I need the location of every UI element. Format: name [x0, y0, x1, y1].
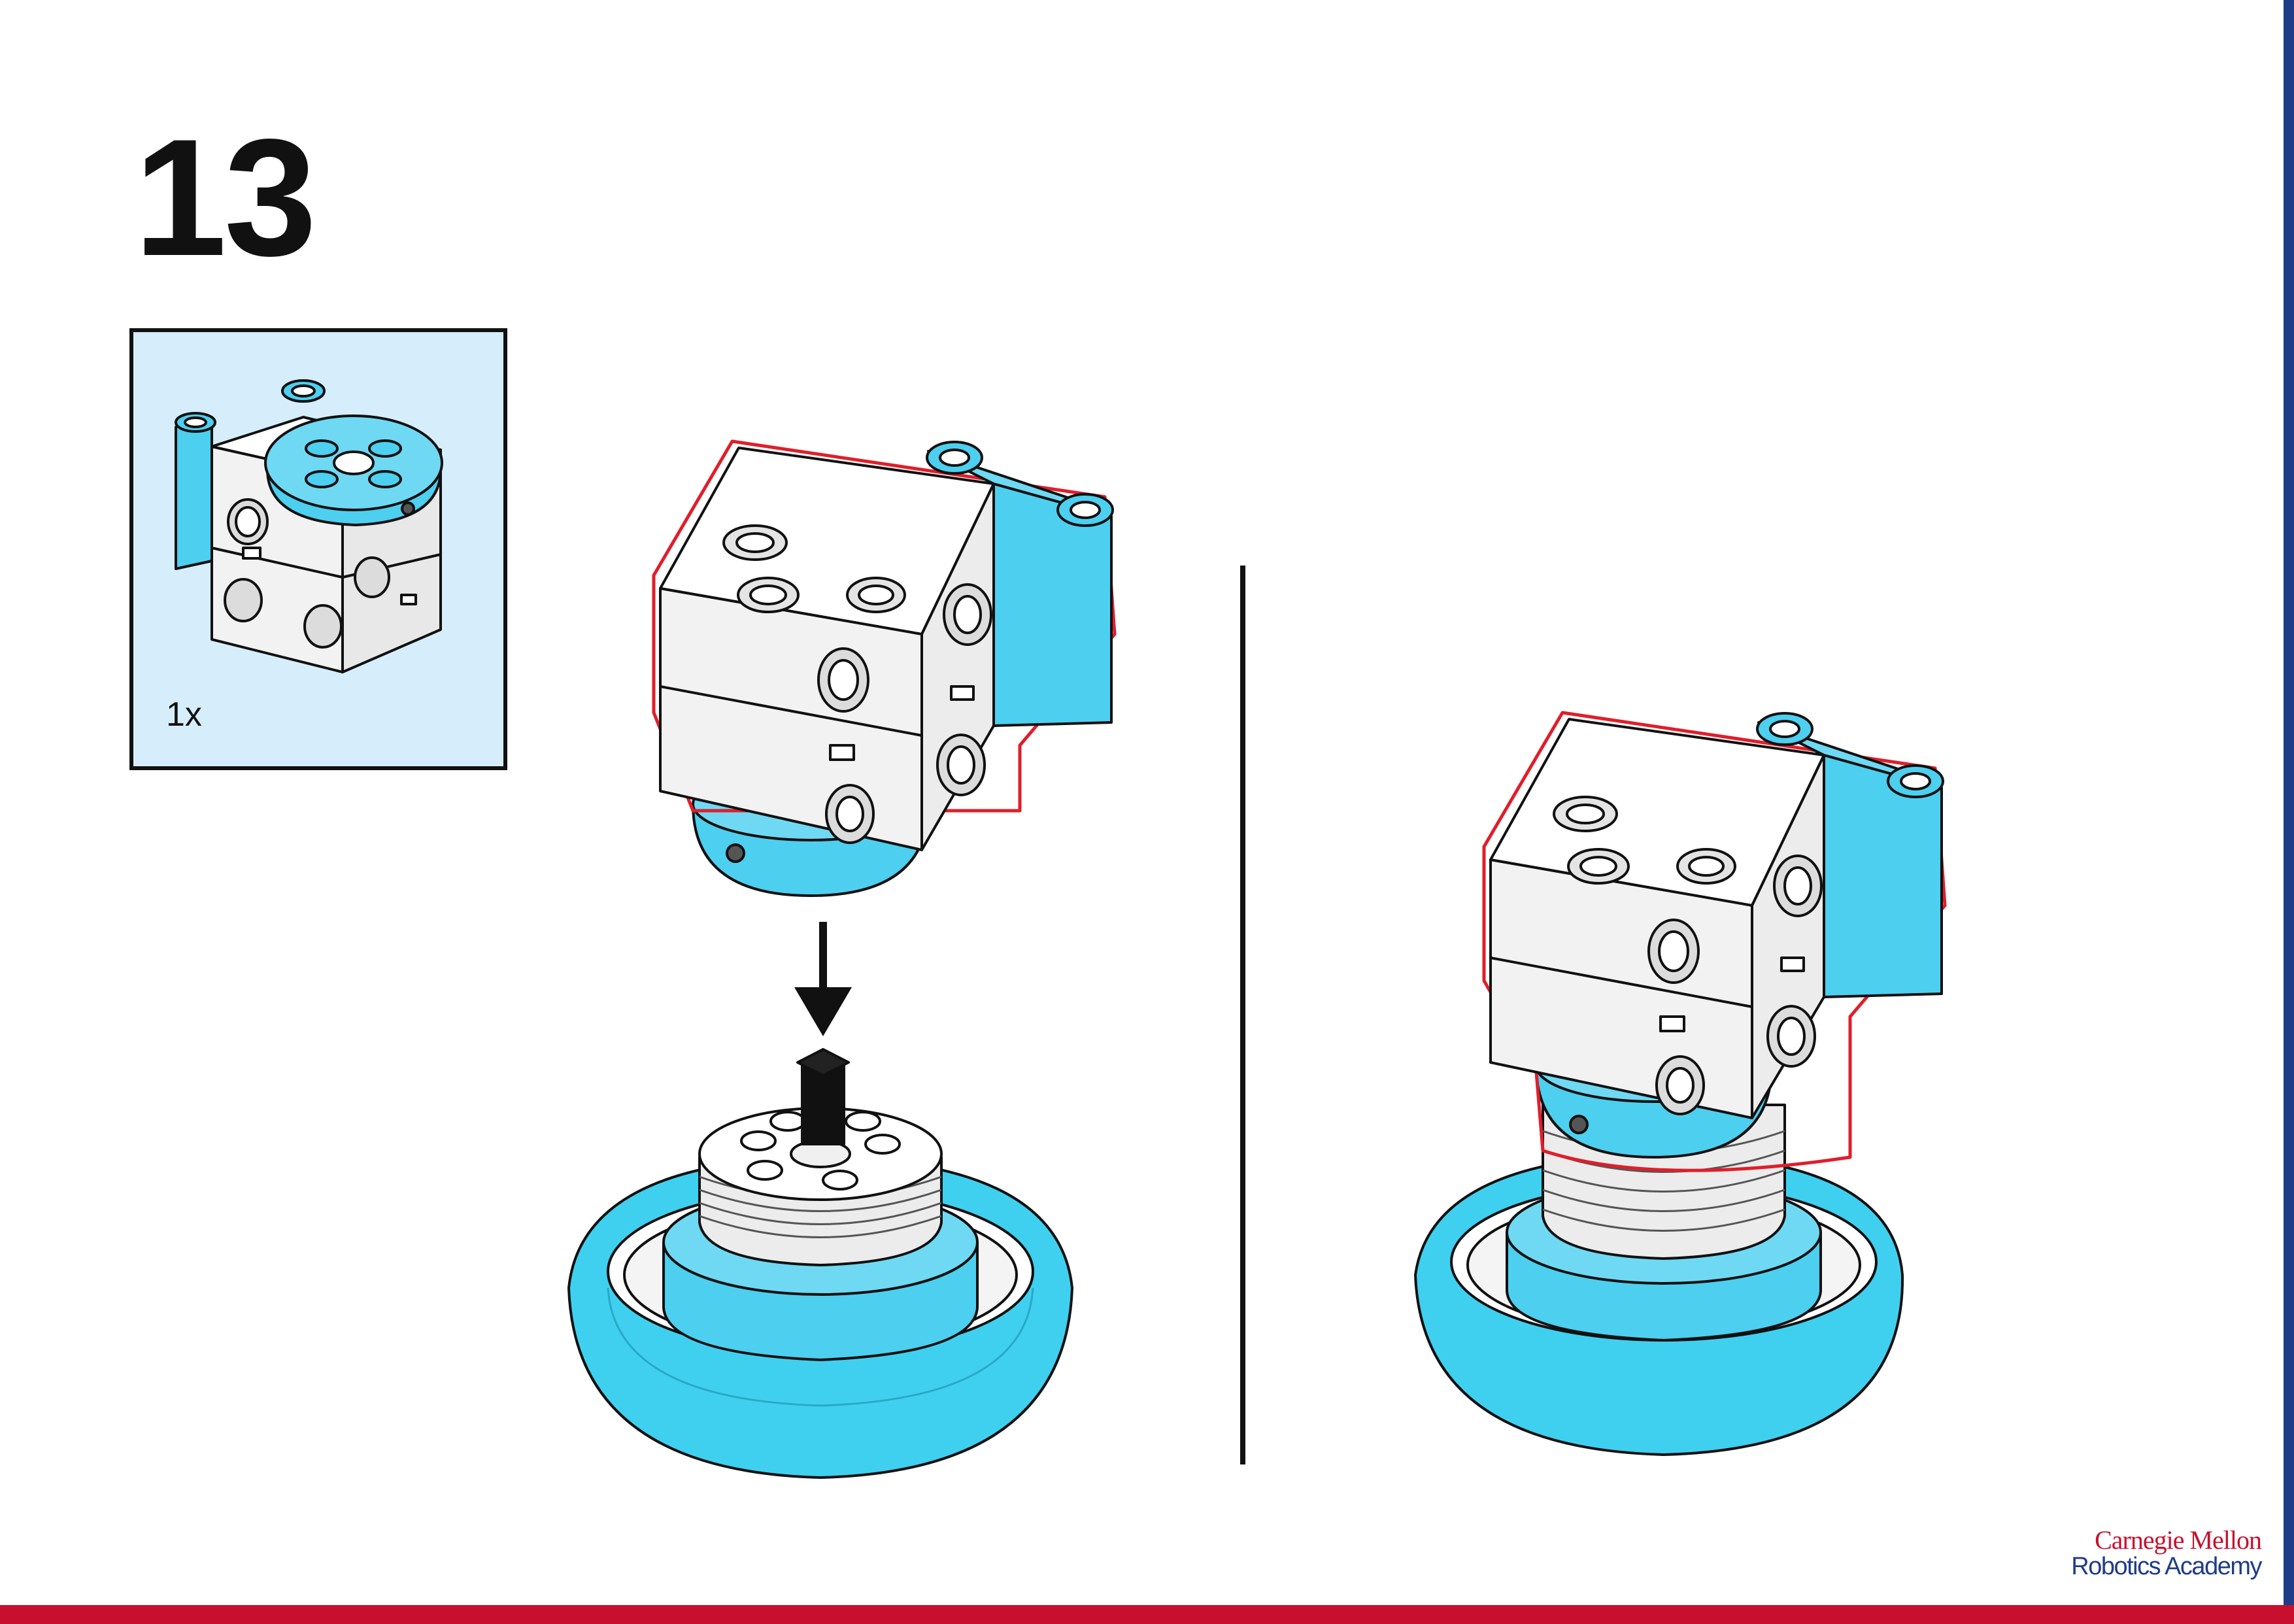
assembly-after [1414, 711, 1947, 1456]
parts-callout: 1x [129, 328, 507, 770]
logo-line-2: Robotics Academy [2071, 1553, 2262, 1580]
assembly-before [567, 439, 1117, 1479]
step-divider [1240, 566, 1245, 1464]
motor-icon [1482, 711, 1947, 1172]
cmu-robotics-academy-logo: Carnegie Mellon Robotics Academy [2071, 1525, 2262, 1580]
right-accent-bar [2284, 0, 2294, 1605]
wheel-icon [567, 1048, 1073, 1479]
motor-icon [652, 439, 1117, 897]
logo-line-1: Carnegie Mellon [2095, 1525, 2262, 1555]
motor-icon [175, 379, 443, 673]
wheel-icon [1414, 1104, 1904, 1456]
parts-quantity: 1x [166, 696, 202, 734]
bottom-accent-bar [0, 1605, 2294, 1624]
down-arrow-icon [794, 922, 852, 1036]
step-number: 13 [134, 105, 317, 291]
